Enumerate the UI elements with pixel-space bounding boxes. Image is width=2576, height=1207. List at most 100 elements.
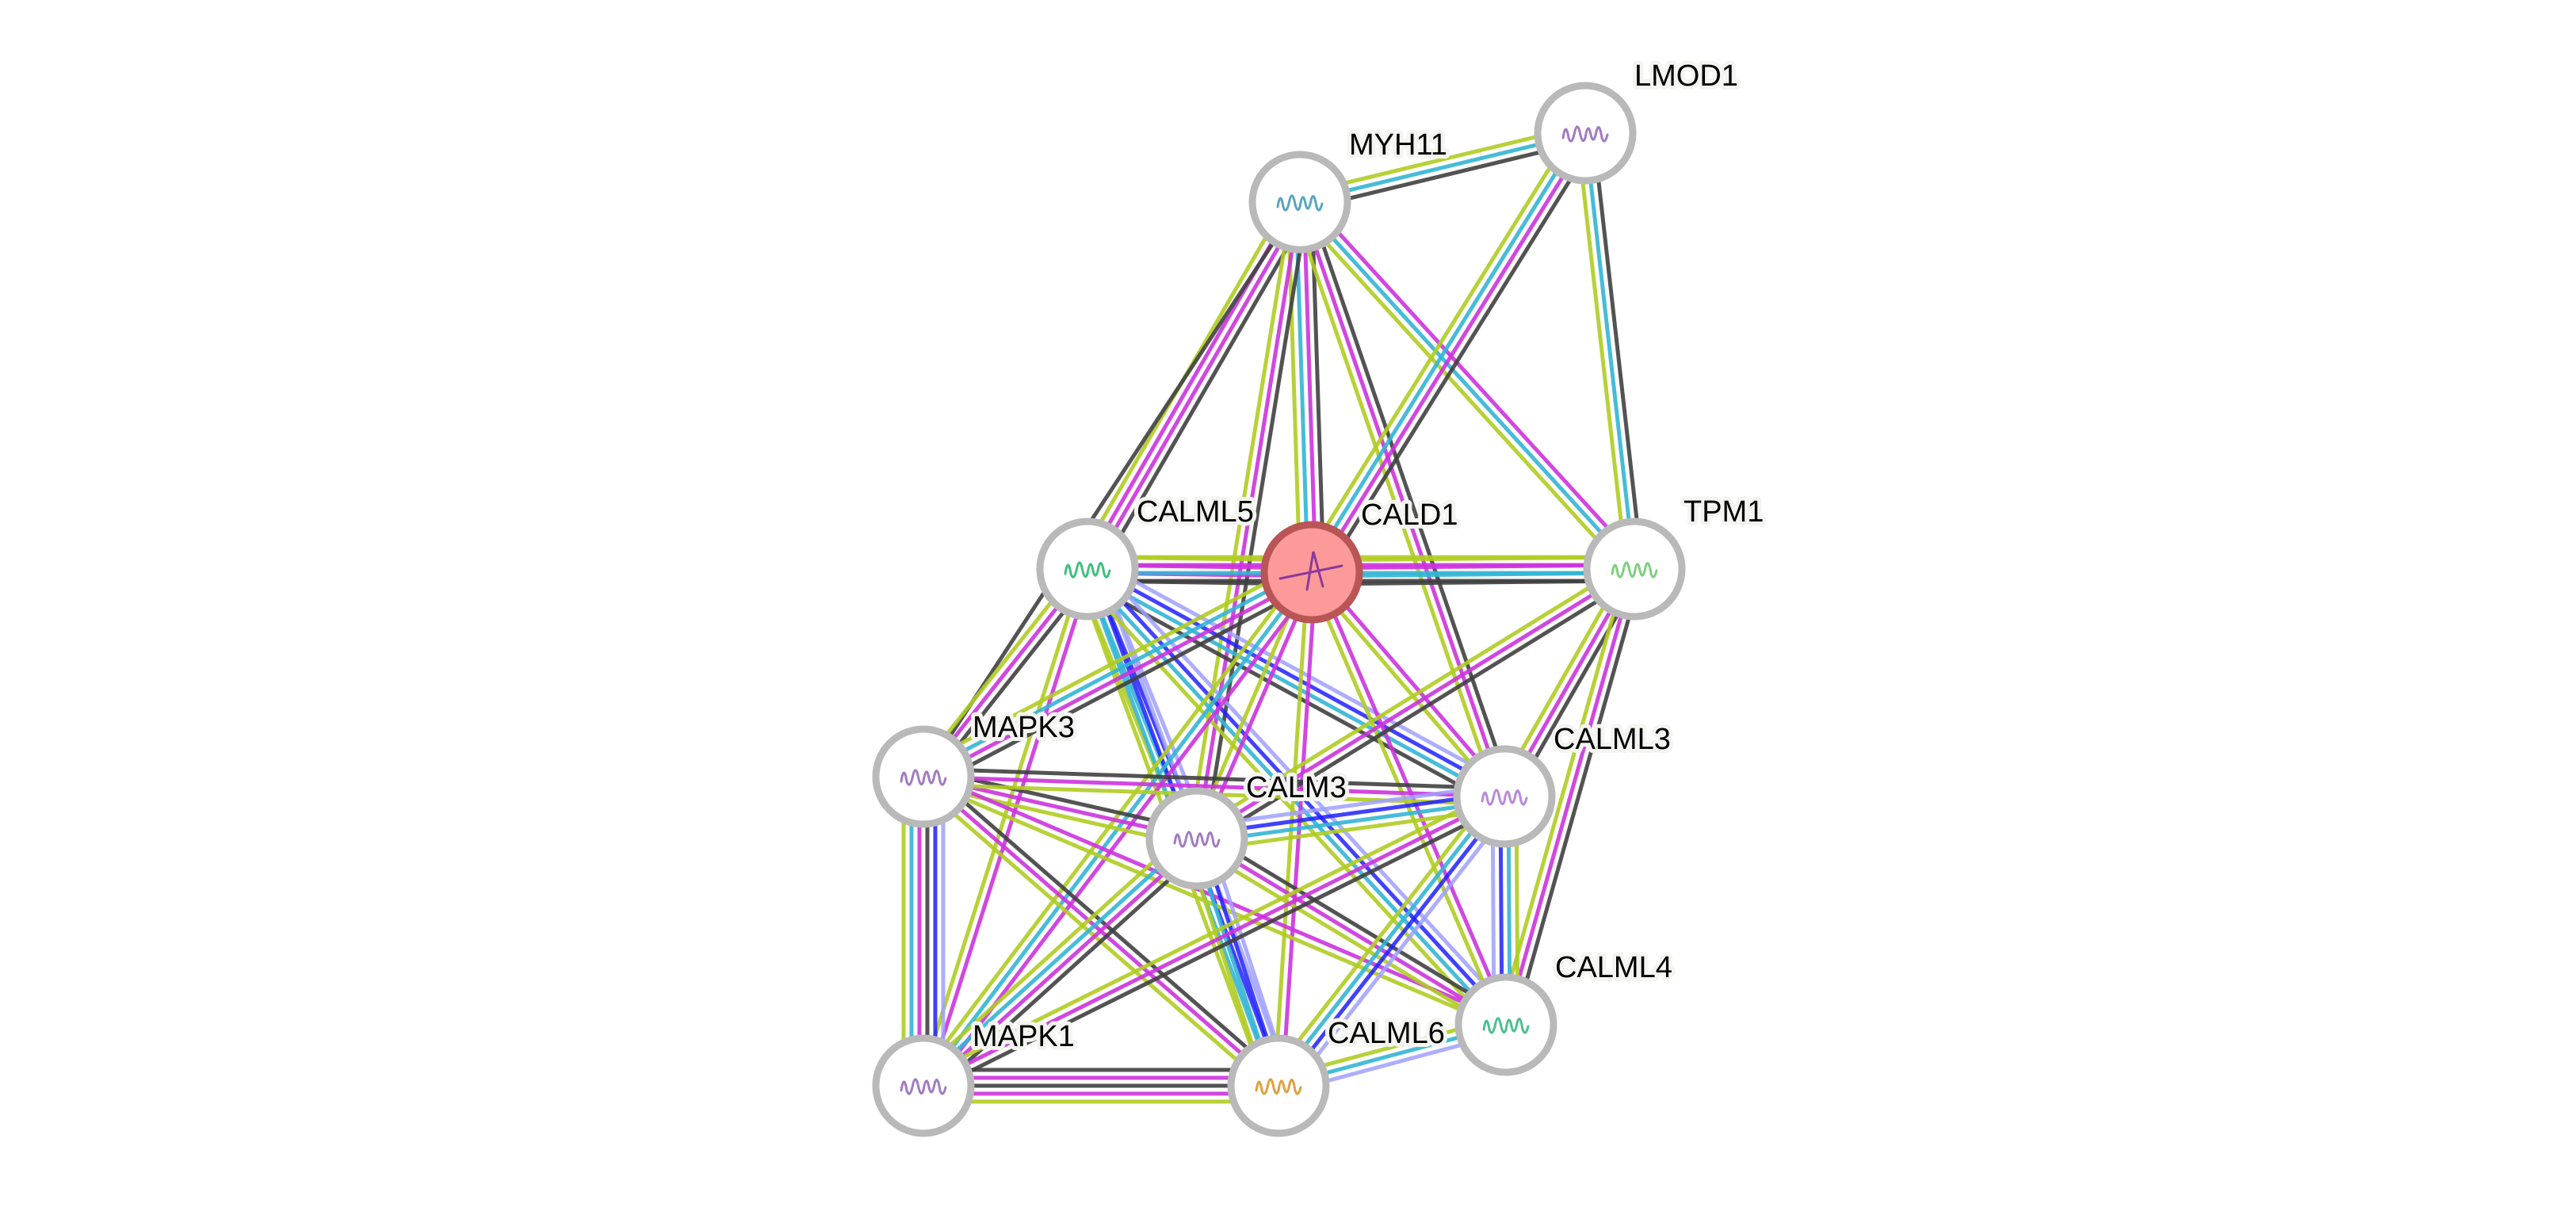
node-cald1-label: CALD1 <box>1361 498 1458 532</box>
protein-structure-icon <box>1481 789 1528 806</box>
evidence-line-textmining <box>1290 204 1499 800</box>
edge-calm3-calml4[interactable] <box>1191 830 1512 1033</box>
evidence-line-textmining <box>917 567 1086 1086</box>
node-calml6-label: CALML6 <box>1328 1017 1445 1050</box>
edge-myh11-calml3[interactable] <box>1290 198 1514 800</box>
evidence-line-experimental <box>1304 195 1642 565</box>
protein-structure-icon <box>1561 125 1609 143</box>
node-calm3[interactable]: CALM3 <box>1145 767 1351 890</box>
protein-structure-icon <box>900 769 947 786</box>
evidence-line-curated_db <box>1084 571 1504 802</box>
node-myh11-label: MYH11 <box>1349 128 1447 162</box>
evidence-line-experimental <box>1298 201 1507 797</box>
evidence-line-coexpression <box>1199 574 1640 847</box>
evidence-line-coexpression <box>1512 571 1645 1028</box>
evidence-line-curated_db <box>920 567 1311 775</box>
node-lmod1-label: LMOD1 <box>1634 59 1738 93</box>
evidence-line-experimental <box>924 574 1315 782</box>
evidence-line-textmining <box>1496 566 1629 1023</box>
evidence-line-coexpression <box>926 801 1509 1095</box>
node-mapk3[interactable]: MAPK3 <box>872 707 1079 828</box>
evidence-line-experimental <box>923 771 1508 1023</box>
edge-calml5-mapk1[interactable] <box>917 567 1094 1088</box>
evidence-line-coexpression <box>1320 138 1597 580</box>
evidence-line-experimental <box>925 569 1094 1088</box>
evidence-line-textmining <box>919 787 1502 1081</box>
evidence-line-curated_db <box>919 834 1196 1085</box>
evidence-line-coexpression <box>927 581 1319 789</box>
nodes-layer: MYH11 LMOD1 CALML5 CALD1 TPM1 MAPK3 <box>872 55 1768 1137</box>
evidence-line-experimental <box>1504 568 1637 1026</box>
protein-structure-icon <box>1173 831 1221 848</box>
evidence-line-curated_db <box>1583 132 1637 570</box>
edge-calml3-calml6[interactable] <box>1267 788 1515 1094</box>
evidence-line-coexpression <box>930 846 1206 1096</box>
node-calm3-label: CALM3 <box>1246 771 1347 804</box>
node-calml5[interactable]: CALML5 <box>1036 491 1258 621</box>
evidence-line-homology <box>1286 802 1515 1094</box>
evidence-line-experimental <box>922 794 1506 1088</box>
edge-lmod1-cald1[interactable] <box>1300 125 1597 580</box>
protein-structure-icon <box>1611 561 1658 579</box>
node-mapk1-label: MAPK1 <box>973 1020 1075 1053</box>
node-mapk3-label: MAPK3 <box>973 711 1075 744</box>
node-calml6[interactable]: CALML6 <box>1227 1013 1449 1137</box>
evidence-line-curated_db <box>1298 201 1636 571</box>
evidence-line-experimental <box>1195 836 1508 1027</box>
evidence-line-textmining <box>1191 843 1504 1033</box>
node-tpm1[interactable]: TPM1 <box>1583 491 1768 621</box>
evidence-line-experimental <box>923 774 1505 799</box>
edge-calm3-calml3[interactable] <box>1194 782 1507 853</box>
edge-mapk1-calml6[interactable] <box>923 1068 1278 1104</box>
protein-structure-icon <box>900 1078 947 1095</box>
edge-calml5-calml3[interactable] <box>1080 556 1512 809</box>
edge-lmod1-tpm1[interactable] <box>1575 132 1645 571</box>
evidence-line-experimental <box>924 839 1202 1091</box>
evidence-line-curated_db <box>1274 793 1504 1085</box>
edge-myh11-tpm1[interactable] <box>1292 195 1642 576</box>
evidence-line-textmining <box>915 566 1308 1083</box>
node-calml5-label: CALML5 <box>1137 495 1254 529</box>
node-lmod1[interactable]: LMOD1 <box>1534 55 1742 185</box>
node-calml4[interactable]: CALML4 <box>1454 947 1676 1076</box>
evidence-line-experimental <box>1089 203 1305 572</box>
edge-cald1-mapk3[interactable] <box>916 560 1319 789</box>
evidence-line-textmining <box>1267 788 1497 1080</box>
edge-calml3-mapk1[interactable] <box>919 787 1509 1095</box>
protein-structure-icon <box>1482 1017 1530 1034</box>
evidence-line-experimental <box>1195 567 1636 841</box>
protein-structure-icon <box>1276 194 1324 212</box>
evidence-line-cooccurrence <box>1279 797 1509 1090</box>
evidence-line-textmining <box>1292 206 1630 576</box>
evidence-line-cooccurrence <box>1195 790 1504 837</box>
evidence-line-textmining <box>916 560 1308 768</box>
edge-calm3-mapk1[interactable] <box>914 828 1206 1096</box>
evidence-line-homology <box>1194 782 1504 829</box>
evidence-line-textmining <box>1575 133 1629 571</box>
node-calml3-label: CALML3 <box>1554 723 1671 756</box>
edge-tpm1-calml4[interactable] <box>1496 566 1645 1028</box>
protein-structure-icon <box>1255 1078 1302 1095</box>
node-cald1[interactable]: CALD1 <box>1260 495 1462 624</box>
edge-cald1-tpm1[interactable] <box>1311 555 1635 586</box>
evidence-line-textmining <box>1300 125 1577 567</box>
evidence-line-experimental <box>1313 134 1591 575</box>
node-myh11[interactable]: MYH11 <box>1248 124 1451 254</box>
evidence-line-experimental <box>1301 201 1318 572</box>
evidence-line-coexpression <box>1305 198 1514 795</box>
edges-layer <box>901 123 1645 1104</box>
evidence-line-coexpression <box>921 201 1302 778</box>
evidence-line-coexpression <box>1591 132 1645 569</box>
node-calml3[interactable]: CALML3 <box>1453 719 1675 848</box>
evidence-line-curated_db <box>1197 798 1506 845</box>
edge-mapk3-mapk1[interactable] <box>901 777 946 1086</box>
node-mapk1[interactable]: MAPK1 <box>872 1016 1079 1137</box>
evidence-line-textmining <box>1311 555 1634 563</box>
evidence-line-coexpression <box>1199 830 1512 1020</box>
evidence-line-textmining <box>1198 806 1507 853</box>
evidence-line-cooccurrence <box>1088 563 1508 795</box>
evidence-line-curated_db <box>1312 571 1635 579</box>
evidence-line-coexpression <box>1312 579 1635 586</box>
edge-myh11-mapk3[interactable] <box>921 201 1302 778</box>
